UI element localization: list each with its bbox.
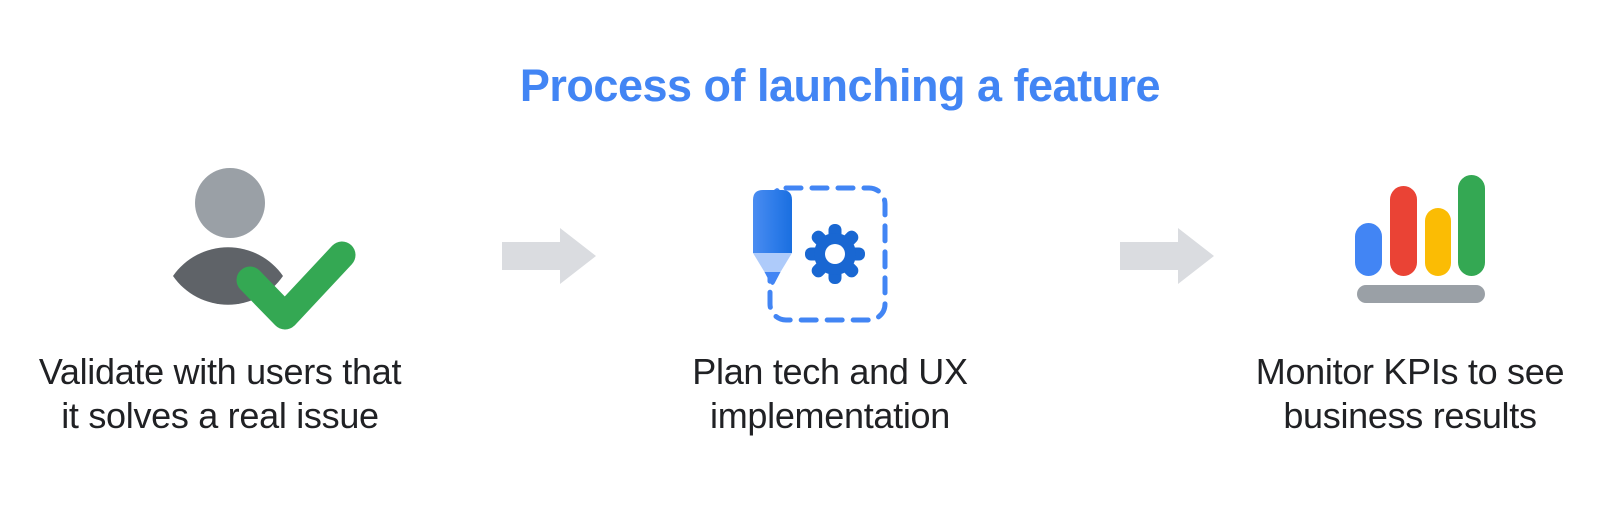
person-head — [195, 168, 265, 238]
checkmark — [236, 241, 356, 330]
step-caption-monitor: Monitor KPIs to see business results — [1255, 351, 1565, 436]
step-caption-plan: Plan tech and UX implementation — [692, 351, 968, 436]
pencil-gear-icon — [753, 185, 888, 323]
arrow-right-icon — [502, 228, 596, 284]
bar-chart-icon — [1355, 175, 1485, 303]
user-checkmark-icon — [173, 168, 356, 330]
arrow-shape — [1120, 228, 1214, 284]
gear-icon — [805, 224, 865, 284]
bar-green — [1458, 175, 1485, 276]
pencil-body — [753, 190, 792, 253]
bar-red — [1390, 186, 1417, 276]
pencil-wood — [753, 253, 792, 272]
diagram-title: Process of launching a feature — [519, 60, 1161, 111]
bar-blue — [1355, 223, 1382, 276]
arrow-shape — [502, 228, 596, 284]
bar-base — [1357, 285, 1485, 303]
arrow-right-icon — [1120, 228, 1214, 284]
pencil-tip — [764, 272, 781, 285]
step-caption-validate: Validate with users that it solves a rea… — [38, 351, 402, 436]
bar-yellow — [1425, 208, 1451, 276]
